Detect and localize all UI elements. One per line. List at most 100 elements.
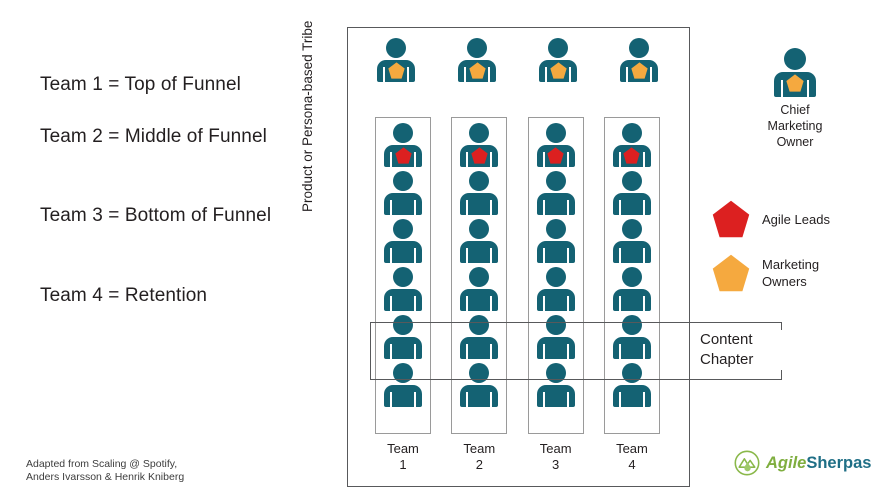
person-agile-lead-team-1[interactable]: [383, 121, 423, 168]
person-body-icon: [384, 289, 422, 311]
person-arm-gap-left: [618, 248, 621, 263]
person-head-icon: [469, 171, 490, 191]
person-marketing-owner-3[interactable]: [537, 36, 579, 84]
person-arm-gap-right: [407, 67, 409, 82]
person-team-4-member-5[interactable]: [612, 313, 652, 360]
legend-label-agile-leads: Agile Leads: [762, 211, 830, 227]
person-body-icon: [460, 193, 499, 215]
person-arm-gap-left: [390, 344, 392, 359]
person-team-2-member-6[interactable]: [459, 361, 499, 408]
person-body-icon: [460, 337, 499, 359]
person-arm-gap-right: [642, 392, 645, 407]
person-team-3-member-5[interactable]: [536, 313, 576, 360]
person-head-icon: [469, 267, 490, 287]
person-arm-gap-right: [414, 152, 416, 167]
person-agile-lead-team-4[interactable]: [612, 121, 652, 168]
person-marketing-owner-4[interactable]: [618, 36, 660, 84]
agilesherpas-wordmark: AgileSherpas: [766, 454, 871, 473]
team-labels-row: Team 1 Team 2 Team 3 Team 4: [375, 441, 660, 473]
team-label-4-line1: Team: [616, 441, 648, 456]
person-arm-gap-left: [390, 392, 392, 407]
person-head-icon: [545, 123, 566, 143]
person-arm-gap-left: [618, 344, 621, 359]
person-arm-gap-left: [466, 296, 469, 311]
person-team-2-member-4[interactable]: [459, 265, 499, 312]
person-head-icon: [545, 267, 566, 287]
agilesherpas-logo[interactable]: AgileSherpas: [734, 450, 871, 476]
person-head-icon: [621, 315, 642, 335]
person-arm-gap-right: [642, 152, 645, 167]
person-head-icon: [621, 219, 642, 239]
person-agile-lead-team-2[interactable]: [459, 121, 499, 168]
person-arm-gap-right: [490, 344, 493, 359]
chief-marketing-owner-caption: Chief Marketing Owner: [745, 102, 845, 150]
agile-lead-pentagon-icon: [394, 147, 412, 164]
team-label-4-line2: 4: [628, 457, 636, 472]
person-head-icon: [545, 219, 566, 239]
person-team-2-member-5[interactable]: [459, 313, 499, 360]
person-arm-gap-right: [642, 200, 645, 215]
person-arm-gap-left: [618, 200, 621, 215]
person-head-icon: [621, 267, 642, 287]
person-head-icon: [621, 363, 642, 383]
person-team-4-member-6[interactable]: [612, 361, 652, 408]
person-team-2-member-3[interactable]: [459, 217, 499, 264]
person-head-icon: [393, 267, 413, 287]
team-column-1[interactable]: [375, 117, 431, 434]
person-body-icon: [612, 193, 651, 215]
person-arm-gap-right: [414, 392, 416, 407]
person-arm-gap-right: [642, 248, 645, 263]
person-team-3-member-3[interactable]: [536, 217, 576, 264]
team-column-3[interactable]: [527, 117, 584, 434]
person-head-icon: [393, 315, 413, 335]
person-arm-gap-right: [414, 248, 416, 263]
person-team-1-member-5[interactable]: [383, 313, 423, 360]
person-marketing-owner-1[interactable]: [375, 36, 417, 84]
person-team-4-member-2[interactable]: [612, 169, 652, 216]
person-team-1-member-6[interactable]: [383, 361, 423, 408]
person-body-icon: [384, 337, 422, 359]
team-column-4[interactable]: [603, 117, 660, 434]
person-team-2-member-2[interactable]: [459, 169, 499, 216]
person-head-icon: [393, 219, 413, 239]
person-head-icon: [393, 363, 413, 383]
team-label-2-line2: 2: [475, 457, 483, 472]
person-marketing-owner-2[interactable]: [456, 36, 498, 84]
orange-pentagon-icon: [712, 254, 750, 292]
person-team-1-member-4[interactable]: [383, 265, 423, 312]
person-body-icon: [460, 385, 499, 407]
person-head-icon: [621, 123, 642, 143]
person-team-3-member-6[interactable]: [536, 361, 576, 408]
marketing-owner-pentagon-icon: [468, 62, 486, 79]
person-team-3-member-4[interactable]: [536, 265, 576, 312]
person-body-icon: [612, 241, 651, 263]
person-head-icon: [386, 38, 406, 58]
marketing-owner-pentagon-icon: [630, 62, 648, 79]
person-body-icon: [384, 385, 422, 407]
team-column-2[interactable]: [451, 117, 508, 434]
person-team-1-member-2[interactable]: [383, 169, 423, 216]
person-body-icon: [536, 337, 575, 359]
person-team-4-member-4[interactable]: [612, 265, 652, 312]
person-head-icon: [629, 38, 649, 58]
person-head-icon: [393, 171, 413, 191]
person-arm-gap-left: [390, 296, 392, 311]
person-arm-gap-left: [542, 296, 545, 311]
person-arm-gap-left: [466, 248, 469, 263]
legend-label-marketing-owners-line-1: Marketing: [762, 257, 820, 272]
person-team-4-member-3[interactable]: [612, 217, 652, 264]
person-head-icon: [545, 363, 566, 383]
team-label-4: Team 4: [604, 441, 660, 473]
person-body-icon: [612, 385, 651, 407]
team-label-2: Team 2: [451, 441, 507, 473]
person-team-1-member-3[interactable]: [383, 217, 423, 264]
agile-lead-pentagon-icon: [623, 147, 641, 164]
team-columns: [375, 117, 660, 434]
person-arm-gap-right: [642, 296, 645, 311]
person-agile-lead-team-3[interactable]: [536, 121, 576, 168]
person-team-3-member-2[interactable]: [536, 169, 576, 216]
person-body-icon: [460, 289, 499, 311]
marketing-owner-pentagon-icon: [786, 74, 804, 92]
person-body-icon: [536, 193, 575, 215]
person-chief-marketing-owner[interactable]: [772, 46, 818, 98]
